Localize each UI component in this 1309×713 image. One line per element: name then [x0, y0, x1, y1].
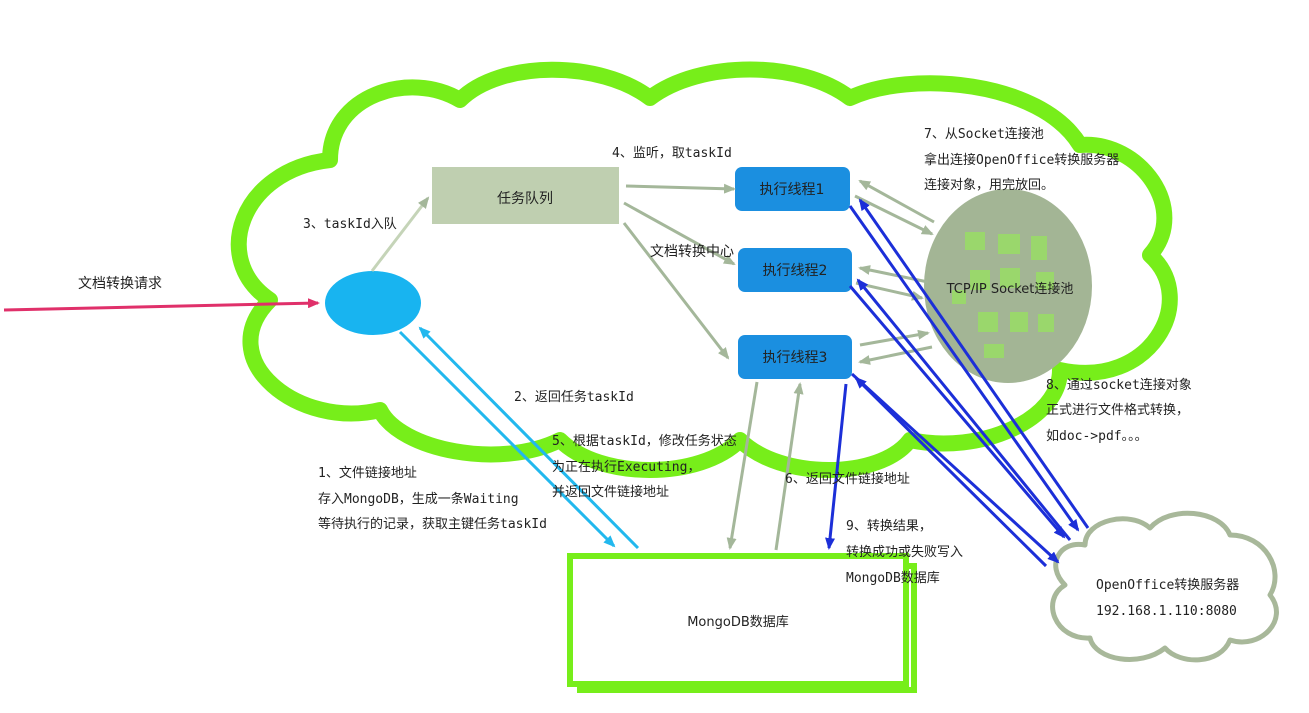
write-result-arrow — [825, 383, 848, 550]
thread1-box — [735, 167, 850, 211]
step9-line1: 9、转换结果， — [846, 519, 932, 534]
step1-line2: 存入MongoDB，生成一条Waiting — [318, 491, 519, 507]
step1-line1: 1、文件链接地址 — [318, 465, 417, 481]
queue-label: 任务队列 — [497, 191, 553, 207]
step8-line2: 正式进行文件格式转换， — [1046, 402, 1189, 418]
socket-pool-cells — [952, 232, 1054, 358]
thread3-to-server-arrow — [850, 372, 1060, 564]
thread3-label: 执行线程3 — [763, 350, 828, 366]
thread1-to-server-arrow — [848, 205, 1080, 532]
step4-label: 4、监听，取taskId — [612, 146, 732, 161]
db-to-thread3-arrow — [774, 382, 804, 551]
step7-line2: 拿出连接OpenOffice转换服务器 — [924, 152, 1119, 168]
step5-line1: 5、根据taskId，修改任务状态 — [552, 433, 737, 449]
mongodb-box — [567, 553, 909, 687]
pool-to-thread1-arrow — [858, 179, 935, 224]
pool-label: TCP/IP Socket连接池 — [946, 281, 1074, 297]
enqueue-arrow — [370, 196, 430, 272]
step7-line1: 7、从Socket连接池 — [924, 126, 1044, 142]
thread3-to-db-arrow — [726, 381, 759, 550]
step3-label: 3、taskId入队 — [303, 217, 397, 232]
queue-to-thread1-arrow — [625, 183, 736, 194]
openoffice-server-cloud — [1050, 510, 1279, 663]
request-label: 文档转换请求 — [78, 275, 162, 292]
step6-label: 6、返回文件链接地址 — [785, 471, 910, 487]
step9-line2: 转换成功或失败写入 — [846, 545, 963, 560]
thread3-box — [738, 335, 852, 379]
step5-line3: 并返回文件链接地址 — [552, 484, 669, 500]
step7-line3: 连接对象，用完放回。 — [924, 177, 1054, 193]
step9-line3: MongoDB数据库 — [846, 570, 940, 586]
server-name-label: OpenOffice转换服务器 — [1096, 577, 1239, 593]
entry-node — [325, 271, 421, 335]
center-label: 文档转换中心 — [650, 243, 734, 260]
db-label: MongoDB数据库 — [687, 614, 789, 630]
thread1-label: 执行线程1 — [760, 182, 825, 198]
thread2-label: 执行线程2 — [763, 263, 828, 279]
step1-line3: 等待执行的记录，获取主键任务taskId — [318, 516, 547, 532]
request-arrow — [3, 298, 320, 312]
server-to-thread2-arrow — [856, 278, 1072, 541]
return-taskid-arrow — [418, 326, 640, 550]
pool-to-thread3-arrow — [858, 345, 933, 365]
step8-line3: 如doc->pdf。。。 — [1046, 428, 1148, 444]
queue-to-thread3-arrow — [622, 222, 730, 360]
server-address-label: 192.168.1.110:8080 — [1096, 604, 1237, 619]
thread2-box — [738, 248, 852, 292]
step8-line1: 8、通过socket连接对象 — [1046, 377, 1192, 393]
thread2-to-server-arrow — [848, 285, 1066, 539]
store-link-arrow — [398, 330, 616, 548]
server-to-thread3-arrow — [854, 376, 1048, 568]
step2-label: 2、返回任务taskId — [514, 389, 634, 405]
step5-line2: 为正在执行Executing， — [552, 460, 700, 475]
task-queue-box — [432, 167, 619, 224]
queue-to-thread2-arrow — [623, 201, 736, 266]
server-to-thread1-arrow — [858, 198, 1090, 529]
